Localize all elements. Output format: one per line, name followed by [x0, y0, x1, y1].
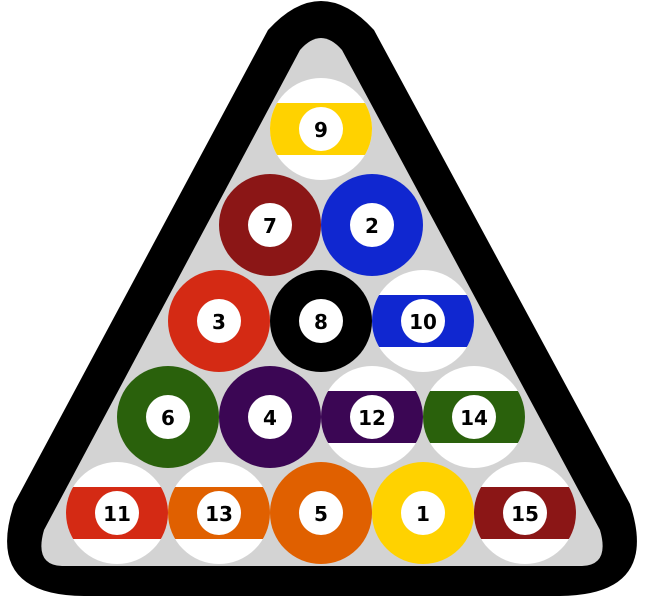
ball-14: 14	[423, 366, 525, 468]
ball-12: 12	[321, 366, 423, 468]
ball-number-circle	[299, 491, 343, 535]
ball-number-label: 3	[212, 310, 226, 334]
ball-number-label: 1	[416, 502, 430, 526]
ball-number-label: 4	[263, 406, 277, 430]
ball-6: 6	[117, 366, 219, 468]
ball-number-circle	[197, 491, 241, 535]
ball-number-circle	[350, 395, 394, 439]
ball-number-label: 15	[511, 502, 539, 526]
ball-11: 11	[66, 462, 168, 564]
ball-7: 7	[219, 174, 321, 276]
ball-number-label: 5	[314, 502, 328, 526]
ball-number-label: 9	[314, 118, 328, 142]
ball-13: 13	[168, 462, 270, 564]
ball-8: 8	[270, 270, 372, 372]
ball-15: 15	[474, 462, 576, 564]
ball-number-circle	[350, 203, 394, 247]
ball-number-circle	[452, 395, 496, 439]
ball-10: 10	[372, 270, 474, 372]
ball-number-circle	[197, 299, 241, 343]
ball-number-circle	[401, 299, 445, 343]
ball-number-circle	[146, 395, 190, 439]
ball-number-circle	[95, 491, 139, 535]
ball-3: 3	[168, 270, 270, 372]
ball-1: 1	[372, 462, 474, 564]
ball-number-circle	[503, 491, 547, 535]
ball-number-label: 14	[460, 406, 488, 430]
ball-number-label: 2	[365, 214, 379, 238]
ball-number-label: 6	[161, 406, 175, 430]
ball-number-circle	[248, 395, 292, 439]
ball-5: 5	[270, 462, 372, 564]
ball-number-circle	[299, 107, 343, 151]
ball-number-circle	[299, 299, 343, 343]
ball-number-label: 8	[314, 310, 328, 334]
balls-layer: 9 7 2 3 8 10 6 4 12 14 11 13 5 1 15	[66, 78, 576, 564]
ball-number-label: 11	[103, 502, 131, 526]
ball-number-label: 10	[409, 310, 437, 334]
ball-2: 2	[321, 174, 423, 276]
ball-9: 9	[270, 78, 372, 180]
ball-number-label: 12	[358, 406, 386, 430]
ball-4: 4	[219, 366, 321, 468]
ball-number-circle	[248, 203, 292, 247]
ball-number-label: 7	[263, 214, 277, 238]
ball-number-circle	[401, 491, 445, 535]
ball-number-label: 13	[205, 502, 233, 526]
